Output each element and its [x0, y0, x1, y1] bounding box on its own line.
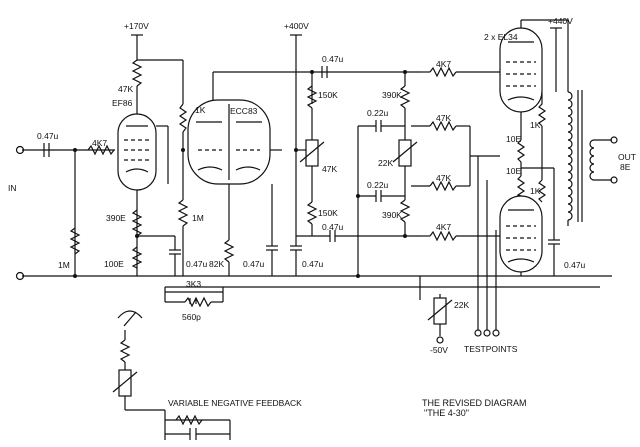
- input-section: [15, 143, 115, 281]
- label-r-47k-ef86: 47K: [118, 84, 133, 94]
- label-out-imp: 8E: [620, 162, 631, 172]
- variable-feedback-detail: [112, 310, 231, 440]
- ef86-tube: [117, 113, 157, 191]
- label-c-560p: 560p: [182, 312, 201, 322]
- label-ecc83: ECC83: [230, 106, 258, 116]
- label-c-ecc-out: 0.47u: [302, 259, 324, 269]
- label-v400: +400V: [284, 21, 309, 31]
- bias-supply: [419, 276, 453, 344]
- label-testpoints: TESTPOINTS: [464, 344, 518, 354]
- label-r-47k-top: 47K: [436, 113, 451, 123]
- label-r-22k-bias: 22K: [454, 300, 469, 310]
- label-out: OUT: [618, 152, 636, 162]
- ef86-wiring: [131, 34, 184, 276]
- label-v440: +440V: [548, 16, 573, 26]
- label-r-22k-pot: 22K: [378, 158, 393, 168]
- label-r-3k3: 3K3: [186, 279, 201, 289]
- label-r-390k-bot: 390K: [382, 210, 402, 220]
- label-r-4k7-bot: 4K7: [436, 222, 451, 232]
- label-r-390k-top: 390K: [382, 90, 402, 100]
- label-r-390e: 390E: [106, 213, 126, 223]
- el34-bottom-tube: [499, 195, 543, 273]
- label-c-coup-bot: 0.47u: [322, 222, 344, 232]
- label-r-10e-bot: 10E: [506, 166, 521, 176]
- label-in: IN: [8, 183, 17, 193]
- caption-line2: "THE 4-30": [424, 408, 469, 418]
- label-r-1k-top: 1K: [530, 120, 541, 130]
- label-c-ef86-k: 0.47u: [186, 259, 208, 269]
- ecc83-wiring: [177, 34, 420, 276]
- label-ef86: EF86: [112, 98, 133, 108]
- label-r-1k-ecc: 1K: [195, 105, 206, 115]
- caption-line1: THE REVISED DIAGRAM: [422, 398, 527, 408]
- feedback-network: [164, 287, 224, 308]
- label-r-4k7-top: 4K7: [436, 59, 451, 69]
- label-r-150k-top: 150K: [318, 90, 338, 100]
- el34-grid-wiring: [420, 66, 500, 242]
- driver-network: [356, 70, 500, 278]
- label-r-in-gnd: 1M: [58, 260, 70, 270]
- label-feedback: VARIABLE NEGATIVE FEEDBACK: [168, 398, 302, 408]
- label-c-in: 0.47u: [37, 131, 59, 141]
- output-stage-wiring: [516, 19, 569, 276]
- label-r-grid: 4K7: [92, 138, 107, 148]
- testpoints: [474, 156, 500, 337]
- output-transformer: [567, 90, 618, 226]
- label-r-1m-ecc: 1M: [192, 213, 204, 223]
- label-c-22u-bot: 0.22u: [367, 180, 389, 190]
- label-r-47k-pot: 47K: [322, 164, 337, 174]
- label-c-22u-top: 0.22u: [367, 108, 389, 118]
- label-c-ecc-k: 0.47u: [243, 259, 265, 269]
- label-tubes-out: 2 x EL34: [484, 32, 518, 42]
- label-r-1k-bot: 1K: [530, 186, 541, 196]
- label-r-100e: 100E: [104, 259, 124, 269]
- ground-rail: [22, 149, 612, 277]
- label-r-10e-top: 10E: [506, 134, 521, 144]
- label-c-out-k: 0.47u: [564, 260, 586, 270]
- label-v-bias: -50V: [430, 345, 448, 355]
- label-r-150k-bot: 150K: [318, 208, 338, 218]
- label-v170: +170V: [124, 21, 149, 31]
- label-r-47k-bot: 47K: [436, 173, 451, 183]
- label-c-coup-top: 0.47u: [322, 54, 344, 64]
- label-r-82k: 82K: [209, 259, 224, 269]
